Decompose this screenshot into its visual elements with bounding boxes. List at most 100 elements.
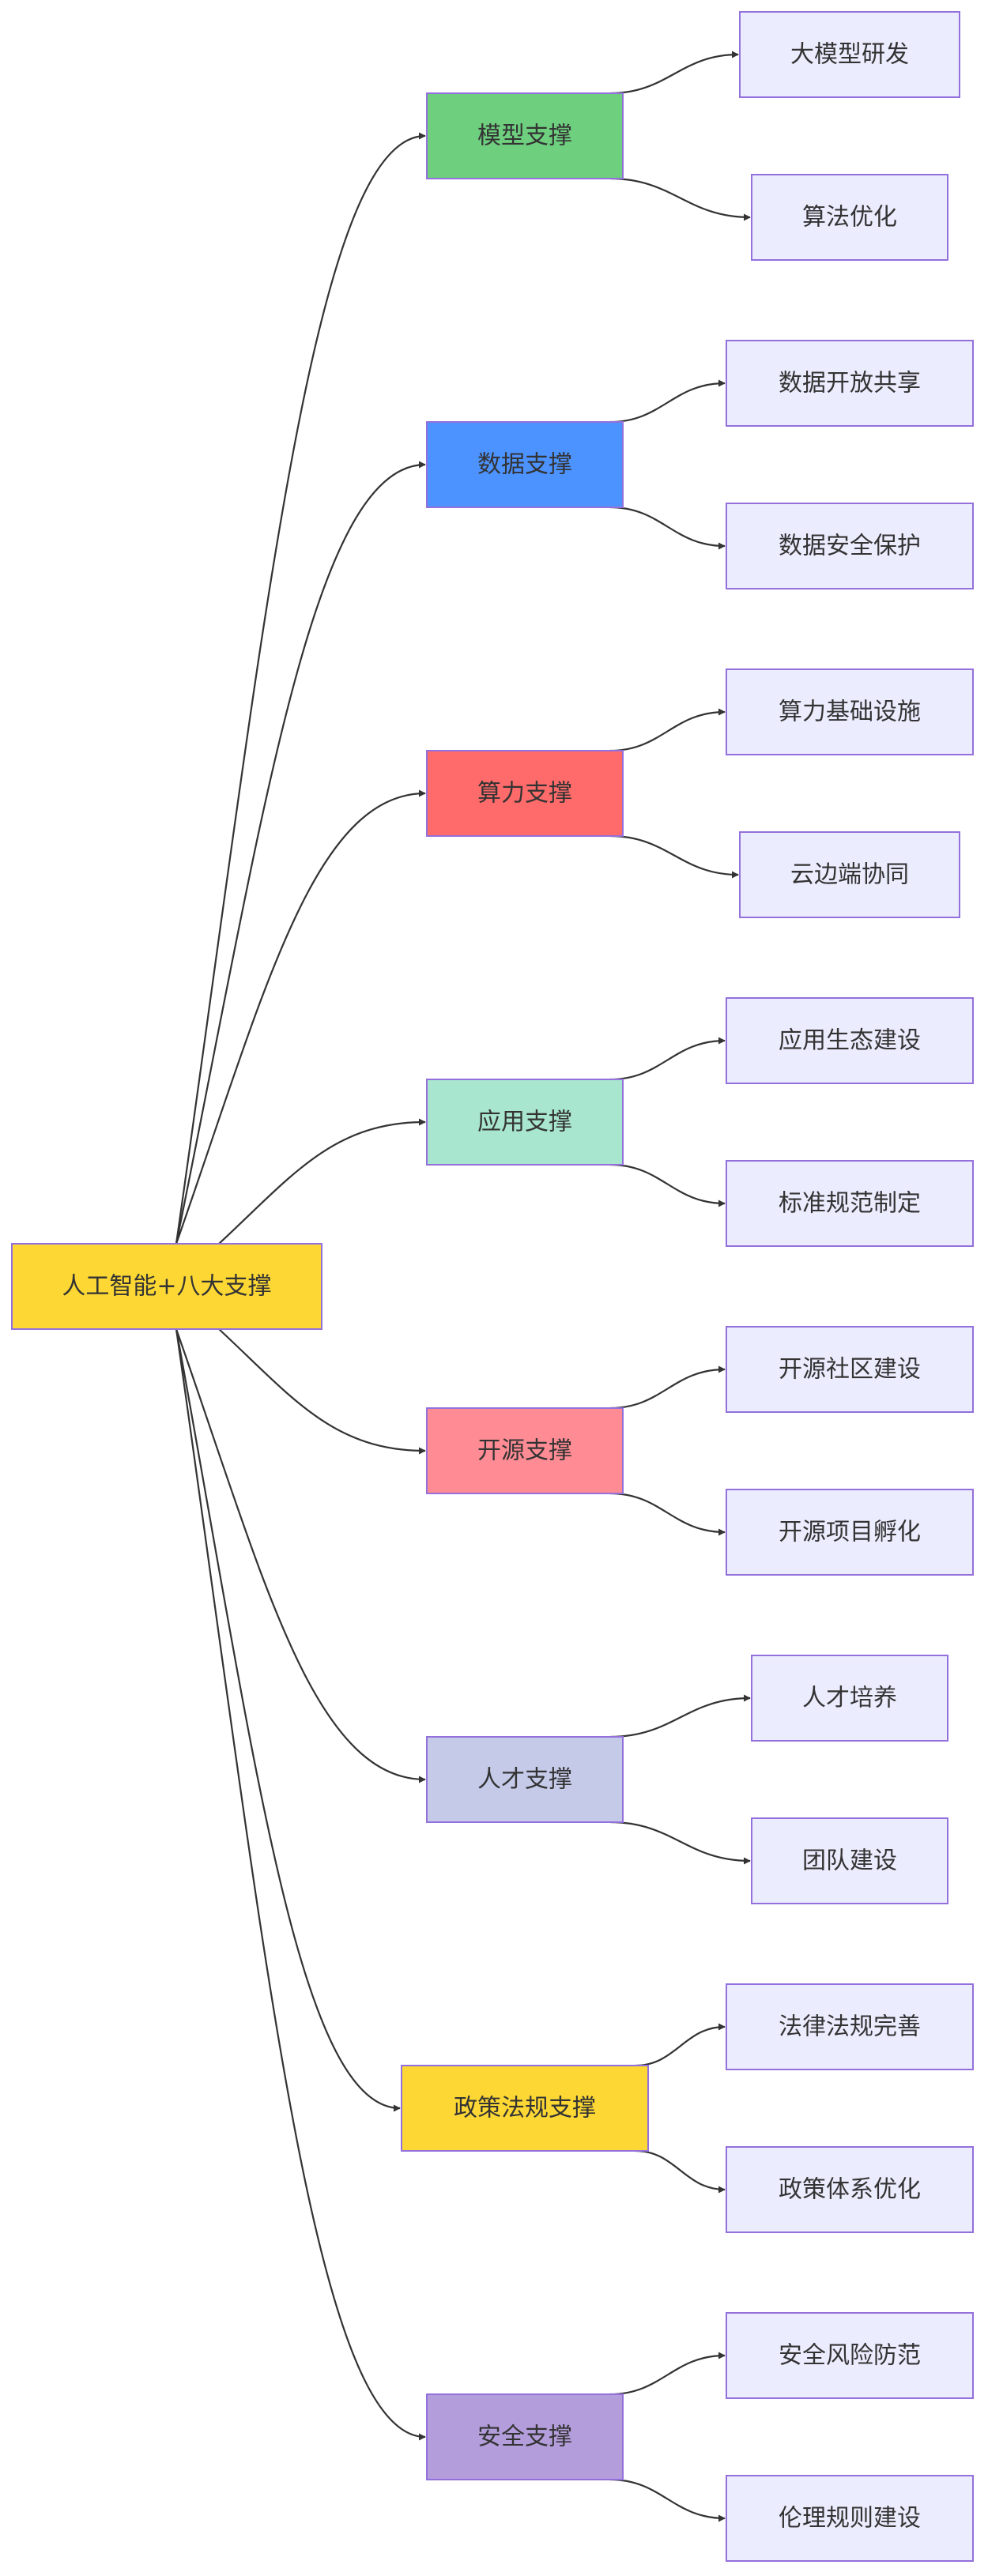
root-node: 人工智能+八大支撑 (11, 1243, 322, 1330)
leaf-node-4-2-label: 标准规范制定 (779, 1190, 921, 1218)
leaf-node-8-2-box (726, 2475, 974, 2562)
leaf-node-4-1-label: 应用生态建设 (779, 1027, 921, 1055)
branch-node-3: 算力支撑 (426, 750, 624, 837)
branch-node-6-box (426, 1736, 624, 1823)
branch-node-5-box (426, 1407, 624, 1494)
edge-branch-1-to-leaf-2 (609, 177, 751, 221)
edge-branch-6-to-leaf-2 (609, 1821, 751, 1865)
leaf-node-8-1-label: 安全风险防范 (779, 2342, 921, 2370)
edge-branch-2-to-leaf-1 (609, 379, 726, 424)
edge-root-to-branch-4 (218, 1118, 426, 1245)
leaf-node-3-1: 算力基础设施 (726, 668, 974, 755)
edges (175, 51, 751, 2522)
leaf-node-2-2-box (726, 503, 974, 589)
leaf-node-5-2: 开源项目孵化 (726, 1489, 974, 1576)
leaf-node-6-1-box (751, 1655, 948, 1742)
edge-branch-1-to-leaf-1 (609, 51, 739, 95)
leaf-node-4-2: 标准规范制定 (726, 1160, 974, 1247)
leaf-node-2-1: 数据开放共享 (726, 340, 974, 427)
leaf-node-6-2: 团队建设 (751, 1817, 948, 1904)
leaf-node-1-1: 大模型研发 (739, 11, 960, 98)
branch-node-1-label: 模型支撑 (477, 122, 572, 150)
nodes: 人工智能+八大支撑模型支撑大模型研发算法优化数据支撑数据开放共享数据安全保护算力… (11, 11, 974, 2562)
edge-root-to-branch-5 (218, 1328, 426, 1455)
edge-branch-7-to-leaf-1 (635, 2023, 726, 2067)
edge-root-to-branch-6 (175, 1328, 426, 1783)
leaf-node-3-2: 云边端协同 (739, 831, 960, 918)
edge-branch-4-to-leaf-2 (609, 1163, 726, 1207)
leaf-node-5-1-box (726, 1326, 974, 1413)
edge-branch-3-to-leaf-1 (609, 708, 726, 752)
leaf-node-3-2-label: 云边端协同 (790, 861, 909, 889)
branch-node-3-label: 算力支撑 (477, 780, 572, 808)
leaf-node-2-2-label: 数据安全保护 (779, 533, 921, 560)
edge-branch-8-to-leaf-2 (609, 2478, 726, 2522)
leaf-node-2-2: 数据安全保护 (726, 503, 974, 589)
leaf-node-4-2-box (726, 1160, 974, 1247)
branch-node-8: 安全支撑 (426, 2393, 624, 2480)
leaf-node-7-1-box (726, 1983, 974, 2070)
leaf-node-6-2-box (751, 1817, 948, 1904)
edge-branch-2-to-leaf-2 (609, 506, 726, 550)
branch-node-2: 数据支撑 (426, 421, 624, 508)
leaf-node-5-1: 开源社区建设 (726, 1326, 974, 1413)
edge-branch-5-to-leaf-2 (609, 1492, 726, 1536)
leaf-node-1-1-label: 大模型研发 (790, 41, 909, 69)
branch-node-4-box (426, 1079, 624, 1166)
leaf-node-1-1-box (739, 11, 960, 98)
leaf-node-1-2-label: 算法优化 (802, 204, 897, 232)
edge-branch-6-to-leaf-1 (609, 1694, 751, 1738)
edge-branch-7-to-leaf-2 (635, 2149, 726, 2194)
branch-node-4-label: 应用支撑 (477, 1109, 572, 1136)
leaf-node-6-2-label: 团队建设 (802, 1847, 897, 1875)
branch-node-5-label: 开源支撑 (477, 1437, 572, 1465)
leaf-node-7-2-box (726, 2146, 974, 2233)
root-node-label: 人工智能+八大支撑 (62, 1273, 271, 1301)
leaf-node-8-2: 伦理规则建设 (726, 2475, 974, 2562)
leaf-node-8-2-label: 伦理规则建设 (779, 2505, 921, 2533)
branch-node-2-box (426, 421, 624, 508)
branch-node-1: 模型支撑 (426, 92, 624, 179)
leaf-node-2-1-label: 数据开放共享 (779, 370, 921, 397)
leaf-node-6-1: 人才培养 (751, 1655, 948, 1742)
branch-node-4: 应用支撑 (426, 1079, 624, 1166)
leaf-node-7-1: 法律法规完善 (726, 1983, 974, 2070)
edge-root-to-branch-8 (175, 1328, 426, 2441)
leaf-node-3-2-box (739, 831, 960, 918)
edge-branch-5-to-leaf-1 (609, 1365, 726, 1410)
leaf-node-1-2: 算法优化 (751, 174, 948, 261)
branch-node-7-box (401, 2065, 649, 2152)
leaf-node-5-1-label: 开源社区建设 (779, 1356, 921, 1384)
leaf-node-7-2-label: 政策体系优化 (779, 2176, 921, 2204)
branch-node-8-label: 安全支撑 (477, 2423, 572, 2451)
leaf-node-4-1-box (726, 997, 974, 1084)
leaf-node-7-2: 政策体系优化 (726, 2146, 974, 2233)
branch-node-2-label: 数据支撑 (477, 451, 572, 479)
leaf-node-7-1-label: 法律法规完善 (779, 2013, 921, 2041)
leaf-node-8-1: 安全风险防范 (726, 2312, 974, 2399)
branch-node-7-label: 政策法规支撑 (454, 2095, 596, 2122)
branch-node-6-label: 人才支撑 (477, 1766, 572, 1794)
branch-node-3-box (426, 750, 624, 837)
leaf-node-3-1-label: 算力基础设施 (779, 699, 921, 726)
leaf-node-8-1-box (726, 2312, 974, 2399)
root-node-box (11, 1243, 322, 1330)
edge-root-to-branch-3 (175, 789, 426, 1245)
edge-root-to-branch-1 (175, 132, 426, 1245)
edge-root-to-branch-7 (175, 1328, 401, 2112)
edge-branch-3-to-leaf-2 (609, 834, 739, 879)
branch-node-1-box (426, 92, 624, 179)
edge-branch-8-to-leaf-1 (609, 2352, 726, 2396)
leaf-node-4-1: 应用生态建设 (726, 997, 974, 1084)
leaf-node-6-1-label: 人才培养 (802, 1685, 897, 1712)
branch-node-5: 开源支撑 (426, 1407, 624, 1494)
branch-node-8-box (426, 2393, 624, 2480)
leaf-node-2-1-box (726, 340, 974, 427)
branch-node-6: 人才支撑 (426, 1736, 624, 1823)
edge-branch-4-to-leaf-1 (609, 1037, 726, 1081)
branch-node-7: 政策法规支撑 (401, 2065, 649, 2152)
leaf-node-1-2-box (751, 174, 948, 261)
leaf-node-3-1-box (726, 668, 974, 755)
leaf-node-5-2-label: 开源项目孵化 (779, 1519, 921, 1546)
